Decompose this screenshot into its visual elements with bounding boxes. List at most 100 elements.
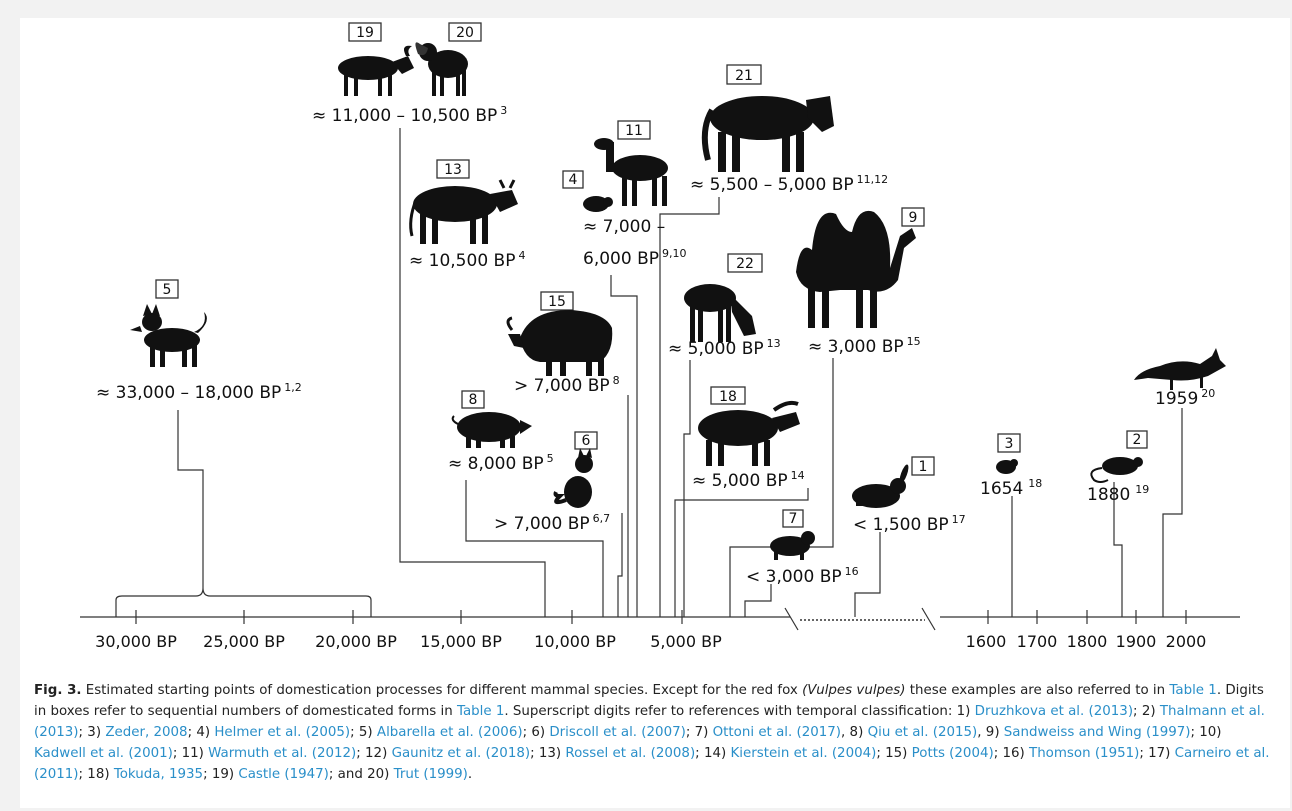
connector-line [610, 275, 638, 617]
table-link[interactable]: Table 1 [1169, 683, 1217, 698]
svg-text:1: 1 [919, 459, 928, 475]
species-box-21: 21 [726, 64, 762, 85]
caption-text-1: Estimated starting points of domesticati… [85, 683, 798, 698]
reference-link[interactable]: Tokuda, 1935 [113, 767, 204, 782]
reference-link[interactable]: Druzhkova et al. (2013) [974, 704, 1134, 719]
reference-link[interactable]: Zeder, 2008 [105, 725, 188, 740]
figure-label: Fig. 3. [34, 683, 82, 698]
reference-link[interactable]: Kierstein et al. (2004) [730, 746, 877, 761]
donkey-icon [684, 284, 756, 342]
guinea-pig-icon [583, 196, 613, 212]
connector-line [1162, 408, 1183, 617]
reference-link[interactable]: Albarella et al. (2006) [376, 725, 523, 740]
connector-line [659, 197, 720, 617]
cat-icon [553, 448, 593, 508]
tick-label: 1800 [1067, 632, 1108, 651]
reference-link[interactable]: Gaunitz et al. (2018) [391, 746, 531, 761]
reference-link[interactable]: Sandweiss and Wing (1997) [1003, 725, 1191, 740]
svg-text:21: 21 [735, 68, 753, 84]
camel-icon [796, 210, 916, 328]
axis-tick-marks [135, 610, 1187, 624]
svg-text:13: 13 [444, 162, 462, 178]
caption-text-2b: . Digits in boxes refer to sequential nu… [34, 683, 1264, 719]
tick-label: 1700 [1017, 632, 1058, 651]
tick-label: 1600 [966, 632, 1007, 651]
reference-link[interactable]: Carneiro et al. (2011) [34, 746, 1270, 782]
reference-link[interactable]: Helmer et al. (2005) [214, 725, 351, 740]
reference-link[interactable]: Warmuth et al. (2012) [208, 746, 357, 761]
species-box-5: 5 [155, 279, 179, 299]
species-box-2: 2 [1126, 430, 1148, 449]
species-box-18: 18 [710, 386, 746, 405]
tick-label: 20,000 BP [315, 632, 397, 651]
reference-link[interactable]: Potts (2004) [911, 746, 994, 761]
caption-text-1b: these examples are also referred [909, 683, 1131, 698]
connector-line [683, 360, 691, 617]
species-box-7: 7 [782, 509, 804, 528]
species-box-22: 22 [727, 253, 763, 273]
reference-link[interactable]: Qiu et al. (2015) [867, 725, 978, 740]
species-box-8: 8 [461, 390, 485, 409]
horse-icon [701, 96, 834, 172]
species-box-20: 20 [448, 22, 482, 42]
ferret-icon [770, 531, 815, 560]
reference-link[interactable]: Trut (1999) [393, 767, 468, 782]
species-box-9: 9 [901, 207, 925, 227]
tick-label: 2000 [1166, 632, 1207, 651]
connector-line [744, 584, 772, 617]
connector-line [399, 128, 546, 617]
svg-text:22: 22 [736, 256, 754, 272]
species-box-4: 4 [562, 170, 584, 189]
connector-line [854, 532, 881, 617]
reference-link[interactable]: Driscoll et al. (2007) [549, 725, 686, 740]
caption-italic: (Vulpes vulpes) [802, 683, 906, 698]
reference-link[interactable]: Kadwell et al. (2001) [34, 746, 173, 761]
svg-text:8: 8 [469, 392, 478, 408]
svg-text:2: 2 [1133, 432, 1142, 448]
domestication-timeline: 30,000 BP 25,000 BP 20,000 BP 15,000 BP … [80, 22, 1240, 651]
connector-line [617, 513, 623, 617]
yak-icon [506, 310, 613, 376]
sheep-icon [415, 42, 468, 96]
svg-text:6: 6 [582, 433, 591, 449]
svg-text:5: 5 [163, 282, 172, 298]
date-label-guinea-pig-line1: ≈ 7,000 – [583, 217, 665, 237]
connector-line [1113, 482, 1123, 617]
reference-link[interactable]: Ottoni et al. (2017) [712, 725, 842, 740]
fox-icon [1134, 348, 1226, 390]
llama-icon [594, 138, 668, 206]
pig-icon [451, 412, 532, 448]
svg-text:4: 4 [569, 172, 578, 188]
reference-link[interactable]: Thomson (1951) [1029, 746, 1140, 761]
species-box-19: 19 [348, 22, 382, 42]
reference-link[interactable]: Thalmann et al. (2013) [34, 704, 1265, 740]
tick-label: 10,000 BP [534, 632, 616, 651]
tick-label: 25,000 BP [203, 632, 285, 651]
reference-link[interactable]: Rossel et al. (2008) [565, 746, 696, 761]
tick-label: 1900 [1116, 632, 1157, 651]
axis-break [921, 607, 936, 631]
species-box-13: 13 [436, 159, 470, 179]
reference-link[interactable]: Castle (1947) [238, 767, 329, 782]
axis-break [784, 607, 799, 631]
table-link[interactable]: Table 1 [457, 704, 505, 719]
rat-icon [1090, 457, 1143, 483]
figure-caption: Fig. 3. Estimated starting points of dom… [34, 683, 1270, 782]
species-box-11: 11 [617, 120, 651, 140]
tick-label: 30,000 BP [95, 632, 177, 651]
